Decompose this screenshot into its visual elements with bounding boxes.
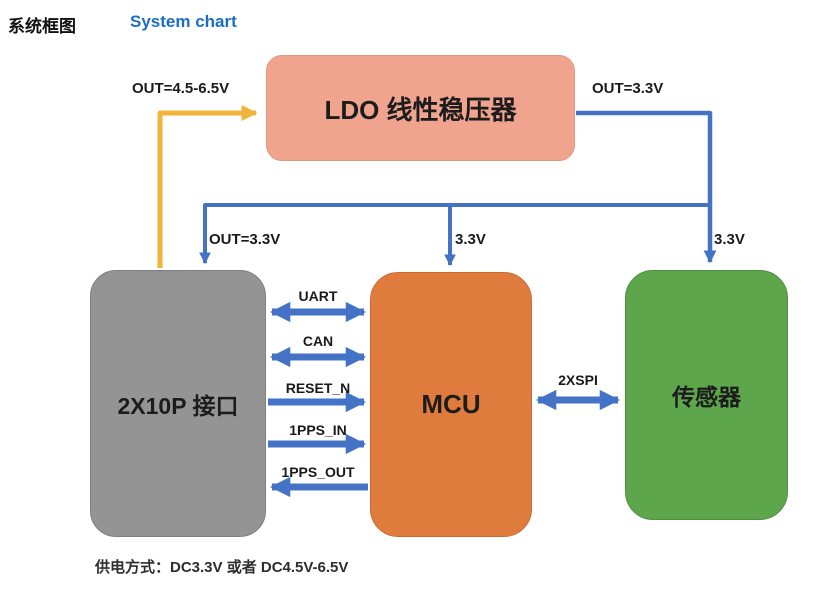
node-connector-label: 2X10P 接口	[117, 392, 239, 419]
power-supply-note: 供电方式：DC3.3V 或者 DC4.5V-6.5V	[95, 559, 349, 576]
label-conn-out-3p3v: OUT=3.3V	[209, 231, 281, 248]
page-title-en: System chart	[130, 12, 237, 31]
label-ldo-out-3p3v: OUT=3.3V	[592, 80, 664, 97]
node-connector: 2X10P 接口	[90, 270, 266, 537]
node-mcu: MCU	[370, 272, 532, 537]
label-2xspi: 2XSPI	[558, 372, 598, 388]
node-ldo: LDO 线性稳压器	[266, 55, 575, 161]
node-mcu-label: MCU	[421, 389, 481, 419]
node-ldo-label: LDO 线性稳压器	[324, 94, 517, 125]
label-1pps-in: 1PPS_IN	[289, 422, 347, 438]
ldo-output-wire	[576, 110, 717, 264]
label-1pps-out: 1PPS_OUT	[281, 464, 355, 480]
node-sensor-label: 传感器	[672, 384, 741, 410]
label-reset-n: RESET_N	[285, 380, 351, 396]
label-sensor-3p3v: 3.3V	[714, 231, 745, 248]
label-uart: UART	[298, 288, 338, 304]
page-title-zh: 系统框图	[8, 17, 76, 36]
node-sensor: 传感器	[625, 270, 788, 520]
label-can: CAN	[302, 333, 334, 349]
label-mcu-3p3v: 3.3V	[455, 231, 486, 248]
label-out-4p5-6p5v: OUT=4.5-6.5V	[132, 80, 230, 97]
